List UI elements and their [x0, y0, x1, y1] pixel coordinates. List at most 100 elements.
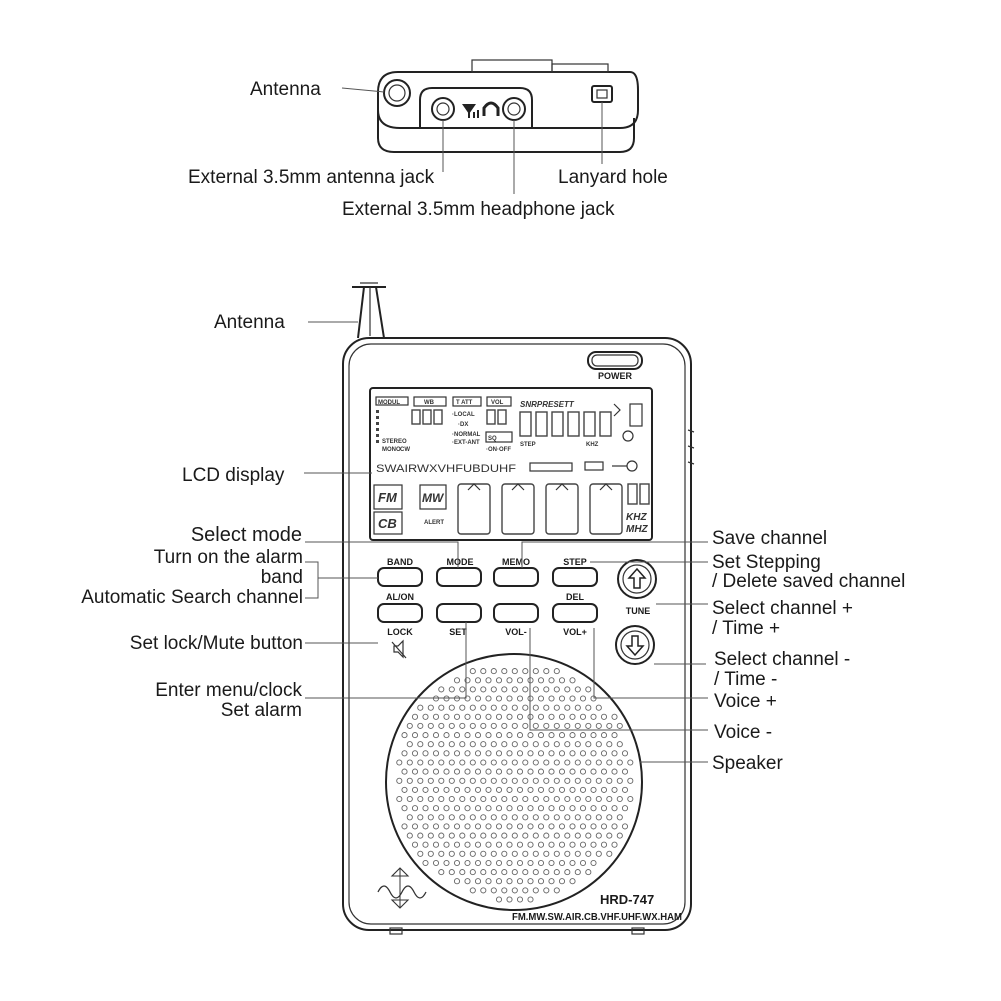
- speaker-hole: [553, 704, 560, 711]
- speaker-hole: [443, 732, 450, 739]
- speaker-hole: [579, 805, 587, 812]
- speaker-hole: [574, 704, 581, 711]
- speaker-hole: [564, 704, 571, 711]
- top-view-body: [377, 71, 639, 129]
- tune-up-button[interactable]: [617, 559, 657, 599]
- speaker-hole: [432, 750, 440, 757]
- tune-down-button[interactable]: [615, 625, 655, 665]
- del-label: DEL: [566, 592, 585, 602]
- lcd-ind-1: [376, 410, 379, 413]
- speaker-hole: [501, 869, 508, 876]
- speaker-hole: [621, 823, 629, 830]
- speaker-hole: [495, 695, 503, 702]
- speaker-hole: [427, 832, 434, 839]
- label-select-channel-plus: Select channel +: [712, 598, 853, 619]
- speaker-hole: [448, 850, 455, 857]
- band-button[interactable]: [377, 567, 423, 587]
- radio-body-inner: [348, 343, 686, 925]
- speaker-hole: [432, 841, 440, 848]
- speaker-hole: [516, 805, 524, 812]
- speaker-hole: [579, 732, 587, 739]
- speaker-hole: [480, 686, 487, 693]
- speaker-hole: [422, 786, 429, 793]
- speaker-hole: [417, 814, 424, 821]
- speaker-hole: [485, 732, 492, 739]
- label-speaker: Speaker: [712, 753, 783, 774]
- speaker-hole: [606, 777, 613, 784]
- speaker-hole: [558, 768, 566, 775]
- speaker-hole: [595, 795, 602, 803]
- tune-down-ring: [620, 630, 650, 660]
- power-label: POWER: [598, 371, 633, 381]
- speaker-hole: [600, 750, 608, 757]
- speaker-hole: [569, 732, 576, 739]
- power-button[interactable]: [587, 351, 643, 370]
- speaker-hole: [396, 759, 403, 766]
- lcd-ind-3: [376, 422, 379, 425]
- speaker-hole: [511, 869, 518, 876]
- set-button[interactable]: [436, 603, 482, 623]
- speaker-hole: [480, 814, 487, 821]
- speaker-hole: [448, 704, 455, 711]
- speaker-hole: [579, 859, 587, 867]
- speaker-hole: [495, 750, 503, 757]
- speaker-hole: [448, 722, 455, 729]
- speaker-hole: [501, 850, 508, 857]
- speaker-hole: [522, 814, 529, 821]
- speaker-hole: [564, 686, 571, 693]
- speaker-hole: [438, 869, 445, 876]
- speaker-hole: [548, 695, 555, 702]
- speaker-hole: [553, 759, 560, 766]
- speaker-hole: [574, 777, 581, 784]
- mode-button[interactable]: [436, 567, 482, 587]
- speaker-hole: [480, 741, 487, 748]
- speaker-hole: [506, 841, 513, 848]
- speaker-hole: [417, 722, 424, 729]
- label-time-minus: / Time -: [714, 669, 777, 690]
- speaker-hole: [474, 823, 482, 830]
- antenna-rod-icon: [352, 282, 386, 339]
- speaker-hole: [485, 805, 492, 812]
- speaker-hole: [469, 741, 476, 748]
- speaker-hole: [616, 777, 623, 784]
- speaker-hole: [453, 859, 461, 867]
- speaker-hole: [558, 859, 566, 867]
- speaker-hole: [443, 750, 450, 757]
- step-button[interactable]: [552, 567, 598, 587]
- speaker-hole: [543, 686, 550, 693]
- vol-plus-button[interactable]: [552, 603, 598, 623]
- lock-button[interactable]: [377, 603, 423, 623]
- speaker-hole: [480, 759, 487, 766]
- speaker-hole: [553, 850, 560, 857]
- vol-minus-button[interactable]: [493, 603, 539, 623]
- speaker-hole: [537, 750, 545, 757]
- speaker-hole: [516, 841, 524, 848]
- speaker-hole: [616, 722, 623, 729]
- speaker-hole: [590, 805, 597, 812]
- speaker-hole: [511, 686, 518, 693]
- speaker-hole: [432, 859, 440, 867]
- speaker-hole: [406, 814, 413, 821]
- speaker-hole: [522, 686, 529, 693]
- speaker-hole: [411, 786, 419, 793]
- speaker-hole: [585, 814, 592, 821]
- lead-antenna-top: [341, 87, 385, 93]
- speaker-hole: [595, 850, 602, 857]
- speaker-hole: [459, 741, 466, 748]
- arrow-down-icon: [625, 635, 645, 657]
- vol-plus-label: VOL+: [563, 627, 587, 637]
- speaker-hole: [506, 713, 513, 720]
- speaker-hole: [585, 832, 592, 839]
- speaker-hole: [527, 786, 534, 793]
- lcd-alarm-clock-icon: [622, 430, 634, 442]
- speaker-hole: [490, 814, 497, 821]
- speaker-hole: [532, 869, 539, 876]
- speaker-hole: [474, 786, 482, 793]
- speaker-hole: [495, 878, 503, 885]
- speaker-hole: [564, 814, 571, 821]
- memo-button[interactable]: [493, 567, 539, 587]
- speaker-hole: [537, 677, 545, 684]
- lcd-large-digits: [457, 483, 623, 535]
- speaker-hole: [417, 704, 424, 711]
- speaker-hole: [558, 841, 566, 848]
